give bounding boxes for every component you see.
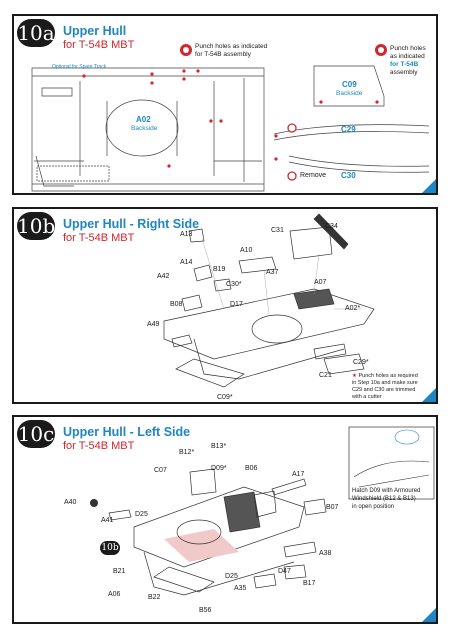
punch-hole-icon-2 [375,44,387,56]
part-label: D25 [135,511,148,518]
part-label: B56 [199,607,212,614]
part-label: A13 [180,231,193,238]
step-number-badge: 10c [17,420,55,448]
note-line: C29 and C30 are trimmed [352,387,416,393]
step-title: Upper Hull - Right Side [63,217,200,231]
inset-note-line: in open position [352,504,395,510]
optional-spare-track-label: Optional for Spare Track [52,64,107,70]
part-label-c30: C30 [341,171,356,180]
part-label: B22 [148,594,161,601]
part-label: D09* [211,465,227,472]
corner-marker [422,179,436,193]
part-label: D25 [225,573,238,580]
part-label: A37 [266,269,279,276]
part-label: A35 [234,585,247,592]
step-number-badge: 10b [17,212,56,240]
part-label: A40 [64,499,77,506]
punch-note-2-line: for T-54B [390,61,419,68]
part-label: B17 [303,580,316,587]
punch-note-2-line: assembly [390,69,418,76]
part-label-c09-sub: Backside [336,90,363,97]
punch-note-10b: ★ Punch holes as required in Step 10a an… [352,373,436,401]
part-label: B06 [245,465,258,472]
note-line: with a cutter [352,394,382,400]
corner-marker [422,608,436,622]
inset-note-line: Hatch D09 with Armoured [352,488,421,494]
part-label-c29: C29 [341,125,356,134]
step-10c-panel: 10c Upper Hull - Left Side for T-54B MBT [12,415,438,624]
note-line: Punch holes as required [358,373,418,379]
upper-hull-drawing [31,65,430,192]
corner-marker [422,388,436,402]
part-label: A02* [345,305,361,312]
part-label: C29* [353,359,369,366]
inset-note-line: Windshield (B12 & B13) [352,496,416,502]
part-label: D47 [278,568,291,575]
step-number-badge: 10a [17,19,55,47]
step-10b-panel: 10b Upper Hull - Right Side for T-54B MB… [12,207,438,404]
remove-label: Remove [300,172,327,179]
inset-note: Hatch D09 with Armoured Windshield (B12 … [352,487,434,511]
punch-note-2-line: Punch holes [390,45,426,52]
part-label: A42 [157,273,170,280]
part-label: B12* [179,449,195,456]
part-label: B13* [211,443,227,450]
punch-hole-icon [180,44,192,56]
part-label: A41 [101,517,114,524]
step-10a-panel: 10a Upper Hull for T-54B MBT [12,14,438,195]
part-label: B07 [326,504,339,511]
part-label: C07 [154,467,167,474]
part-label: A49 [147,321,160,328]
punch-note-2: Punch holes as indicated for T-54B assem… [390,45,436,77]
step-subtitle: for T-54B MBT [63,440,135,452]
step-subtitle: for T-54B MBT [63,39,135,51]
part-label: A07 [314,279,327,286]
part-label: A06 [108,591,121,598]
part-label: D17 [230,301,243,308]
left-side-assembly-drawing [90,426,435,596]
step-subtitle: for T-54B MBT [63,232,135,244]
step-title: Upper Hull [63,24,127,38]
step-title: Upper Hull - Left Side [63,425,191,439]
part-label: B19 [213,266,226,273]
part-label: C21 [319,372,332,379]
part-label: A10 [240,247,253,254]
part-label-a02: A02 [136,115,151,124]
part-label: B08 [170,301,183,308]
part-label-c09: C09 [342,80,357,89]
punch-note-2-line: as indicated [390,53,425,60]
part-label: C09* [217,394,233,401]
part-label: B21 [113,568,126,575]
step-reference-badge: 10b [100,541,120,555]
part-label: C34 [325,223,338,230]
note-line: in Step 10a and make sure [352,380,418,386]
right-side-assembly-drawing [163,213,375,388]
part-label: A14 [180,259,193,266]
part-label: C30* [226,281,242,288]
part-label: A38 [319,550,332,557]
punch-note-1: Punch holes as indicated for T-54B assem… [195,43,268,58]
part-label: C31 [271,227,284,234]
part-label: A17 [292,471,305,478]
part-label-a02-sub: Backside [131,125,158,132]
